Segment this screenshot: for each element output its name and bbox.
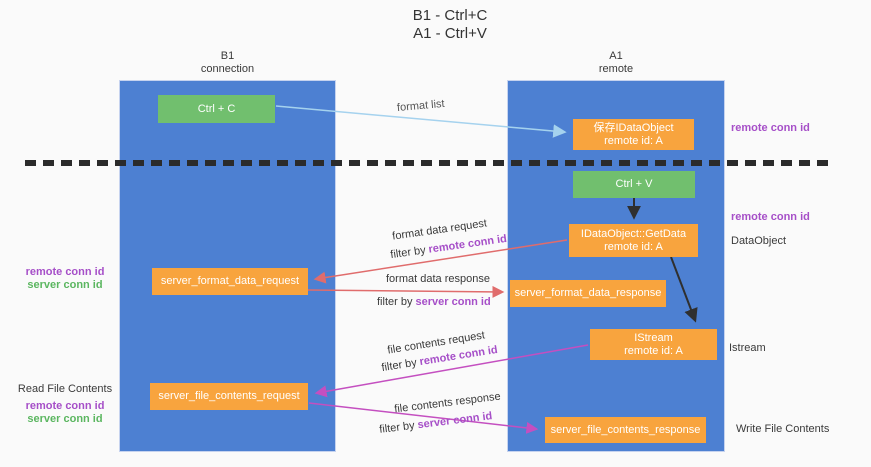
save-idataobject-line2: remote id: A (604, 134, 663, 147)
write-file-contents-label: Write File Contents (736, 423, 830, 435)
remote-conn-id-label-left-bottom: remote conn id (25, 400, 105, 412)
filter-by-text: filter by (378, 419, 419, 436)
left-column-role: connection (200, 63, 255, 75)
left-column-header: B1 connection (119, 50, 336, 76)
title-line-2: A1 - Ctrl+V (413, 25, 487, 42)
format-list-label: format list (396, 97, 446, 115)
format-data-response-label: format data response (386, 273, 490, 285)
left-column-name: B1 (220, 50, 235, 62)
filter-by-text: filter by (377, 296, 416, 308)
idataobject-getdata-node: IDataObject::GetData remote id: A (569, 224, 698, 257)
getdata-line1: IDataObject::GetData (580, 227, 687, 240)
right-column-header: A1 remote (507, 50, 725, 76)
server-file-contents-response-label: server_file_contents_response (550, 423, 701, 436)
server-format-data-response-node: server_format_data_response (510, 280, 666, 307)
remote-conn-id-label-left-mid: remote conn id (25, 266, 105, 278)
server-format-data-request-node: server_format_data_request (152, 268, 308, 295)
right-column-name: A1 (609, 50, 623, 62)
ctrl-v-label: Ctrl + V (615, 178, 653, 190)
istream-line2: remote id: A (624, 344, 683, 357)
server-conn-id-text: server conn id (416, 410, 493, 432)
ctrl-v-node: Ctrl + V (573, 171, 695, 198)
server-conn-id-label-left-mid: server conn id (27, 279, 103, 291)
diagram-title: B1 - Ctrl+C A1 - Ctrl+V (360, 7, 540, 43)
save-idataobject-node: 保存IDataObject remote id: A (573, 119, 694, 150)
left-bottom-labels: Read File Contents remote conn id server… (10, 383, 120, 426)
remote-conn-id-label-right-mid: remote conn id (731, 211, 810, 223)
remote-conn-id-label-right-top: remote conn id (731, 122, 810, 134)
ctrl-c-node: Ctrl + C (158, 95, 275, 123)
read-file-contents-label: Read File Contents (17, 383, 113, 395)
server-file-contents-response-node: server_file_contents_response (545, 417, 706, 443)
title-line-1: B1 - Ctrl+C (412, 7, 488, 24)
dataobject-label: DataObject (731, 235, 787, 247)
istream-side-label: Istream (729, 342, 766, 354)
filter-by-text: filter by (380, 356, 421, 375)
server-conn-id-label-left-bottom: server conn id (27, 413, 103, 425)
session-divider-line (25, 160, 835, 166)
save-idataobject-line1: 保存IDataObject (593, 121, 674, 134)
server-conn-id-text: server conn id (415, 296, 491, 308)
filter-by-text: filter by (389, 243, 430, 262)
left-mid-conn-id-labels: remote conn id server conn id (15, 266, 115, 292)
istream-line1: IStream (634, 331, 673, 344)
format-data-response-arrow (307, 285, 505, 298)
server-file-contents-request-label: server_file_contents_request (158, 390, 300, 402)
getdata-line2: remote id: A (604, 240, 663, 253)
server-file-contents-request-node: server_file_contents_request (150, 383, 308, 410)
right-column-role: remote (598, 63, 634, 75)
format-data-response-filter-label: filter by server conn id (377, 296, 491, 309)
server-format-data-request-label: server_format_data_request (160, 275, 300, 287)
istream-node: IStream remote id: A (590, 329, 717, 360)
ctrl-c-label: Ctrl + C (197, 102, 236, 115)
server-format-data-response-label: server_format_data_response (514, 287, 662, 299)
